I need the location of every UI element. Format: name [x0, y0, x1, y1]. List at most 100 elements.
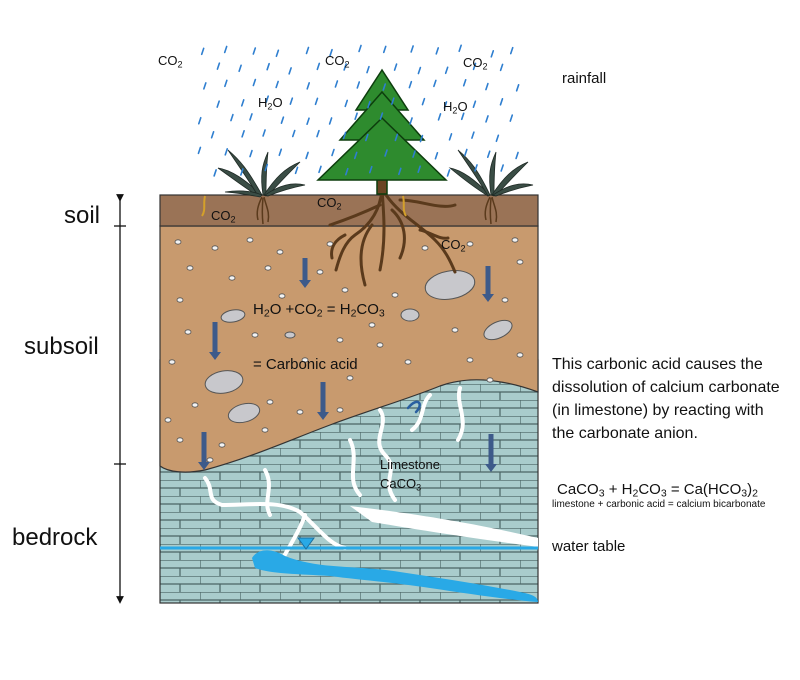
rain-drop [289, 97, 294, 105]
rain-drop [291, 129, 296, 138]
co2-label: CO2 [211, 208, 236, 225]
rain-drop [464, 148, 468, 157]
rain-drop [264, 163, 269, 172]
pebble [176, 297, 184, 303]
pebble [227, 402, 261, 424]
rain-drop [509, 46, 514, 55]
pebble [266, 399, 274, 405]
pebble [261, 427, 269, 433]
pebble [421, 245, 429, 251]
flow-arrows [198, 258, 497, 472]
pebble [404, 359, 412, 365]
pebble [451, 327, 459, 333]
pebble [501, 297, 509, 303]
rain-drop [306, 117, 310, 126]
rain-drop [398, 167, 402, 176]
co2-label: CO2 [325, 53, 350, 70]
water-table-marker [297, 537, 315, 550]
left-plant-roots [256, 196, 270, 225]
rain-drop [252, 78, 257, 87]
pebble [211, 245, 219, 251]
rain-drop [433, 79, 437, 88]
left-plant [217, 149, 306, 198]
rain-drop [200, 47, 205, 56]
rain-drop [460, 112, 465, 121]
pebble [376, 342, 384, 348]
rain-drop [382, 45, 387, 54]
pebble [296, 409, 304, 415]
rain-drop [367, 100, 371, 109]
rain-drop [443, 101, 448, 109]
rain-drop [240, 99, 245, 107]
rain-drop [409, 117, 413, 125]
rain-drop [412, 150, 416, 158]
right-plant-roots [484, 196, 498, 225]
rain-drop [408, 80, 413, 89]
limestone-cracks [203, 386, 465, 562]
rain-drop [197, 116, 202, 125]
rain-drop [435, 47, 440, 55]
pebble [391, 292, 399, 298]
rain-drop [509, 114, 514, 122]
pebble [191, 402, 199, 408]
rain-drop [252, 47, 257, 55]
tree-roots [328, 188, 457, 287]
rain-drop [249, 149, 253, 158]
rain-drop [230, 113, 234, 122]
down-arrow [299, 258, 311, 288]
pebble [368, 322, 376, 328]
rain-drop [485, 115, 489, 123]
rain-drop [384, 149, 388, 157]
rain-drop [474, 164, 478, 172]
rain-drop [499, 98, 504, 106]
co2-label: CO2 [441, 237, 466, 254]
rain-drop [306, 82, 311, 90]
depth-scale [114, 194, 126, 604]
h2o-label: H2O [258, 95, 283, 112]
water-table-label: water table [552, 538, 626, 555]
rain-drop [368, 165, 373, 174]
pebbles [164, 237, 524, 463]
rain-drop [417, 66, 422, 75]
pebble [251, 332, 259, 338]
pebble [168, 359, 176, 365]
co2-label: CO2 [317, 195, 342, 212]
water-trace [406, 400, 421, 414]
rain-drop [223, 45, 228, 54]
pebble [316, 269, 324, 275]
rain-drop [238, 64, 242, 73]
rain-drop [417, 165, 421, 174]
pebble [204, 370, 244, 394]
pebble [466, 241, 474, 247]
rain-drop [410, 45, 414, 53]
rain-drop [224, 79, 228, 88]
pebble [336, 407, 344, 413]
rain-drop [356, 81, 361, 89]
rain-drop [358, 44, 362, 53]
pebble [228, 275, 236, 281]
down-arrow [482, 266, 494, 302]
carbonic-acid-label: = Carbonic acid [253, 356, 358, 373]
rain-drop [305, 46, 310, 55]
rain-drop [241, 130, 245, 138]
pebble [276, 249, 284, 255]
rain-drop [275, 49, 280, 58]
explanation-text: This carbonic acid causes the dissolutio… [552, 356, 780, 442]
rain-drop [213, 169, 217, 177]
rain-drop [437, 113, 442, 121]
pebble [164, 417, 172, 423]
rain-drop [197, 146, 202, 155]
rain-drop [354, 112, 358, 121]
pebble [516, 352, 524, 358]
pebble [486, 377, 494, 383]
pebble [218, 442, 226, 448]
rain-drop [472, 62, 477, 71]
rain-drop [240, 168, 244, 176]
rain-drop [316, 62, 321, 71]
rain-drop [365, 133, 369, 142]
pebble [186, 265, 194, 271]
rain-drop [471, 131, 475, 139]
rain-drop [490, 50, 495, 58]
pebble [511, 237, 519, 243]
pebble [278, 293, 286, 299]
